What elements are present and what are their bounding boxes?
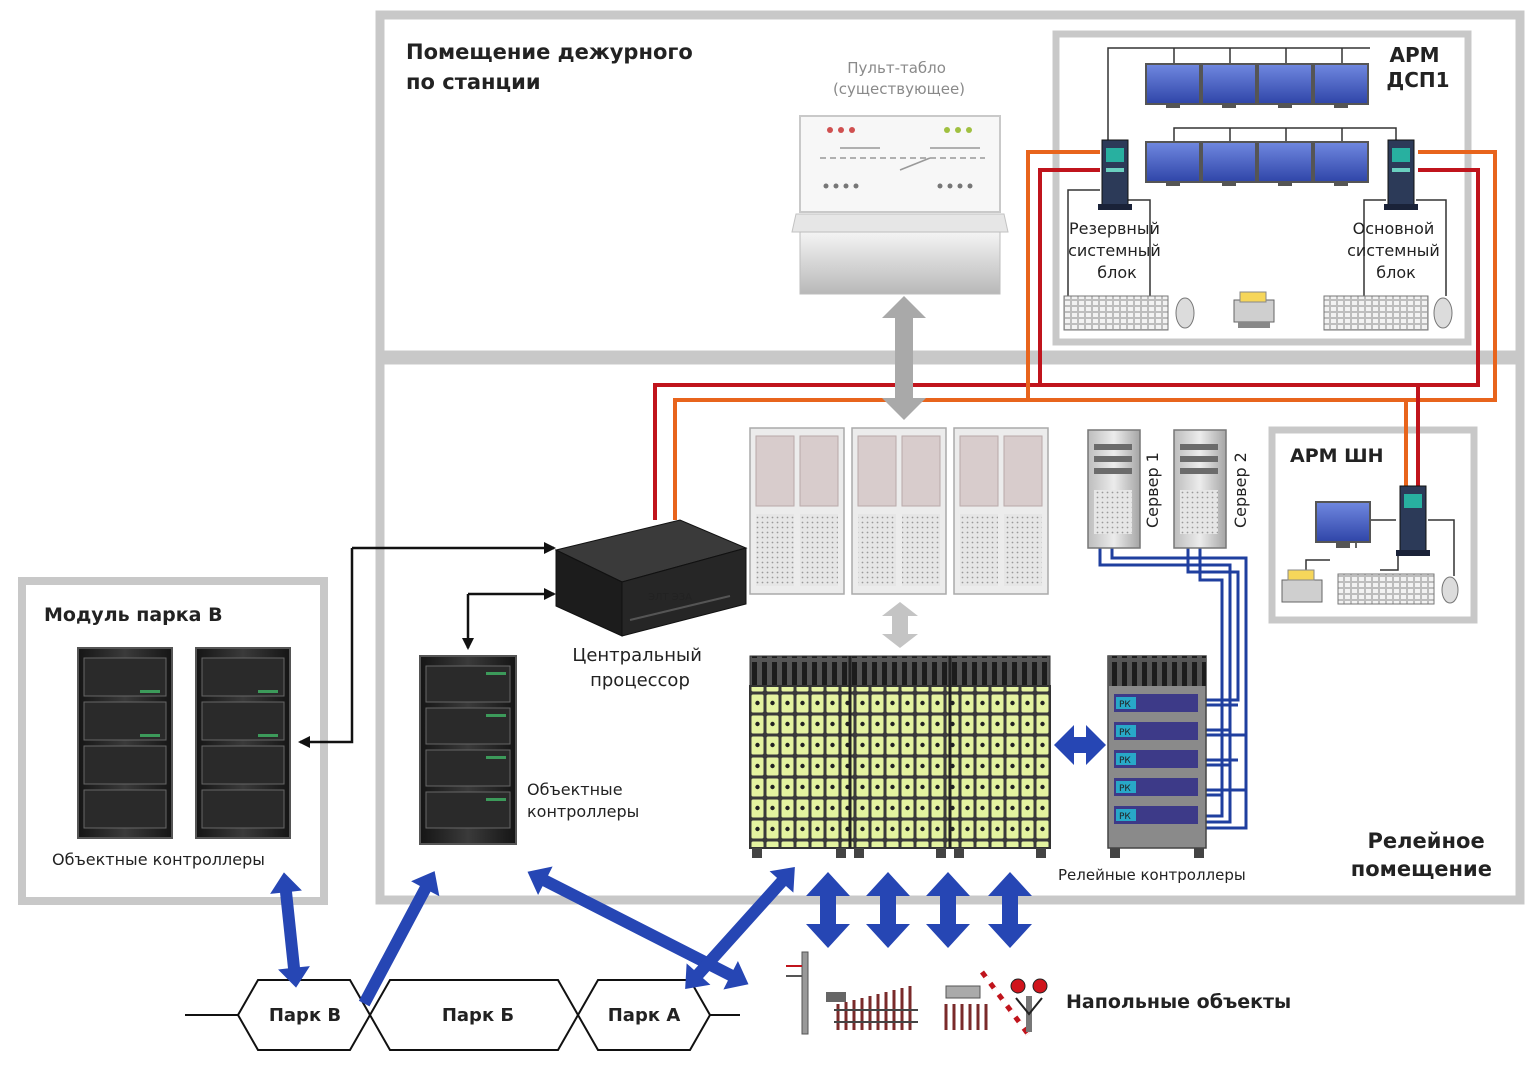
monitor-icon <box>1145 141 1369 186</box>
monitor-icon <box>1145 63 1369 108</box>
relay-controller-link-arrow <box>1054 725 1106 765</box>
park-v-label: Парк В <box>269 1005 341 1026</box>
floor-objects-label: Напольные объекты <box>1066 991 1291 1013</box>
object-controllers-rack-left <box>77 647 173 839</box>
mouse-icon <box>1175 297 1195 329</box>
keyboard-icon <box>1063 295 1169 331</box>
switch-track-icon <box>826 986 918 1030</box>
backup-system-unit-icon <box>1098 139 1132 210</box>
relay-controller-unit: РК <box>1114 694 1198 712</box>
floor-objects <box>786 951 1048 1036</box>
central-processor: ЭЛТ ЭЗА <box>554 519 748 637</box>
park-a-label: Парк А <box>608 1005 681 1026</box>
relay-controller-unit: РК <box>1114 722 1198 740</box>
object-controllers-rack-left-2 <box>195 647 291 839</box>
backup-system-unit-label: Резервный системный блок <box>1068 219 1166 282</box>
arm-shn-title: АРМ ШН <box>1290 445 1384 467</box>
svg-text:РК: РК <box>1119 812 1131 822</box>
main-system-unit-icon <box>1384 139 1418 210</box>
processing-cabinets <box>749 427 1049 595</box>
server-2-label: Сервер 2 <box>1231 452 1250 528</box>
cabinet-relay-link-arrow <box>882 602 918 648</box>
relay-controller-unit: РК <box>1114 750 1198 768</box>
server-1-label: Сервер 1 <box>1143 452 1162 528</box>
arm-dsp-frame <box>1052 30 1472 346</box>
object-controllers-mid-label: Объектные контроллеры <box>527 780 639 821</box>
control-panel-label: Пульт-табло (существующее) <box>833 59 965 98</box>
cabinet <box>851 427 947 595</box>
relay-controllers-label: Релейные контроллеры <box>1058 866 1246 884</box>
cpu-control-links <box>298 542 556 748</box>
object-controllers-rack-mid <box>419 655 517 845</box>
cabinet <box>953 427 1049 595</box>
monitor-icon <box>1315 501 1371 548</box>
svg-text:РК: РК <box>1119 728 1131 738</box>
cpu-brand: ЭЛТ ЭЗА <box>648 592 692 603</box>
rail-crossing-icon <box>944 985 988 1030</box>
field-link-arrows <box>270 866 1032 1007</box>
park-b-label: Парк Б <box>442 1005 514 1026</box>
arm-shn-workstation <box>1281 485 1459 605</box>
control-panel: Пульт-табло (существующее) <box>791 59 1009 295</box>
park-a-shape: Парк А <box>576 979 712 1051</box>
system-unit-icon <box>1396 485 1430 556</box>
park-b-shape: Парк Б <box>368 979 580 1051</box>
relay-room-title: Релейное помещение <box>1351 829 1492 881</box>
svg-text:РК: РК <box>1119 700 1131 710</box>
central-processor-label: Центральный процессор <box>572 645 707 691</box>
arm-dsp-workstation: Резервный системный блок Основной систем… <box>1063 47 1453 331</box>
main-system-unit-label: Основной системный блок <box>1347 219 1445 282</box>
printer-icon <box>1281 569 1323 603</box>
relay-controllers-rack: РК РК РК РК РК <box>1107 655 1207 858</box>
crossing-barrier-icon <box>979 970 1048 1036</box>
arm-dsp-title: АРМ ДСП1 <box>1386 43 1449 92</box>
signal-mast-icon <box>786 951 809 1035</box>
park-v-shape: Парк В <box>236 979 372 1051</box>
redundant-network-links <box>653 150 1497 520</box>
park-v-module-title: Модуль парка В <box>44 604 223 626</box>
server-1: Сервер 1 <box>1087 429 1162 549</box>
relay-racks <box>749 655 1051 858</box>
relay-controller-unit: РК <box>1114 806 1198 824</box>
station-duty-room-frame <box>375 10 1525 360</box>
object-controllers-left-label: Объектные контроллеры <box>52 850 265 869</box>
panel-link-arrow <box>882 296 926 420</box>
server-2: Сервер 2 <box>1173 429 1250 549</box>
keyboard-icon <box>1337 573 1435 605</box>
cabinet <box>749 427 845 595</box>
svg-text:РК: РК <box>1119 784 1131 794</box>
mouse-icon <box>1433 297 1453 329</box>
keyboard-icon <box>1323 295 1429 331</box>
relay-controller-unit: РК <box>1114 778 1198 796</box>
station-duty-room-title: Помещение дежурного по станции <box>406 40 700 94</box>
mouse-icon <box>1441 576 1459 604</box>
printer-icon <box>1233 291 1275 328</box>
svg-text:РК: РК <box>1119 756 1131 766</box>
arm-shn-frame <box>1268 426 1478 624</box>
